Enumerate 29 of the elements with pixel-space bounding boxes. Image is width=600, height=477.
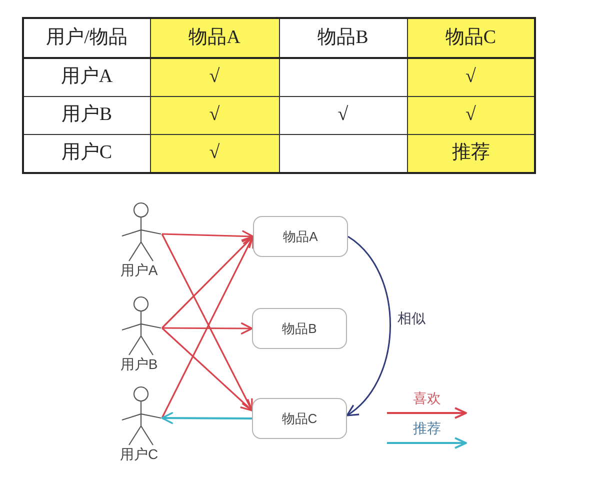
table-cell: √ [407,96,535,134]
header-cell: 物品A [150,18,279,58]
arrow [161,327,253,412]
table-cell: √ [407,58,535,96]
row-header-cell: 用户A [23,58,150,96]
item-box: 物品A [253,216,348,257]
item-box: 物品B [252,308,347,349]
row-header-cell: 用户C [23,134,150,173]
header-cell: 物品B [279,18,407,58]
legend-label: 推荐 [413,420,441,436]
person-label: 用户A [119,262,159,279]
edge-label: 相似 [396,310,426,327]
person-label: 用户B [119,356,159,373]
arrow [162,322,253,335]
row-header-cell: 用户B [23,96,150,134]
table-cell: √ [150,58,279,96]
legend-label: 喜欢 [413,390,441,406]
header-cell: 用户/物品 [23,18,150,58]
item-box: 物品C [252,398,347,439]
arrow [162,230,254,242]
table-cell: √ [150,134,279,173]
person-label: 用户C [118,446,160,463]
arrow [161,236,254,329]
arrow [161,412,252,424]
curved-arrow [346,236,391,416]
table-cell: √ [279,96,407,134]
table-cell: 推荐 [407,134,535,173]
table-cell: √ [150,96,279,134]
header-cell: 物品C [407,18,535,58]
